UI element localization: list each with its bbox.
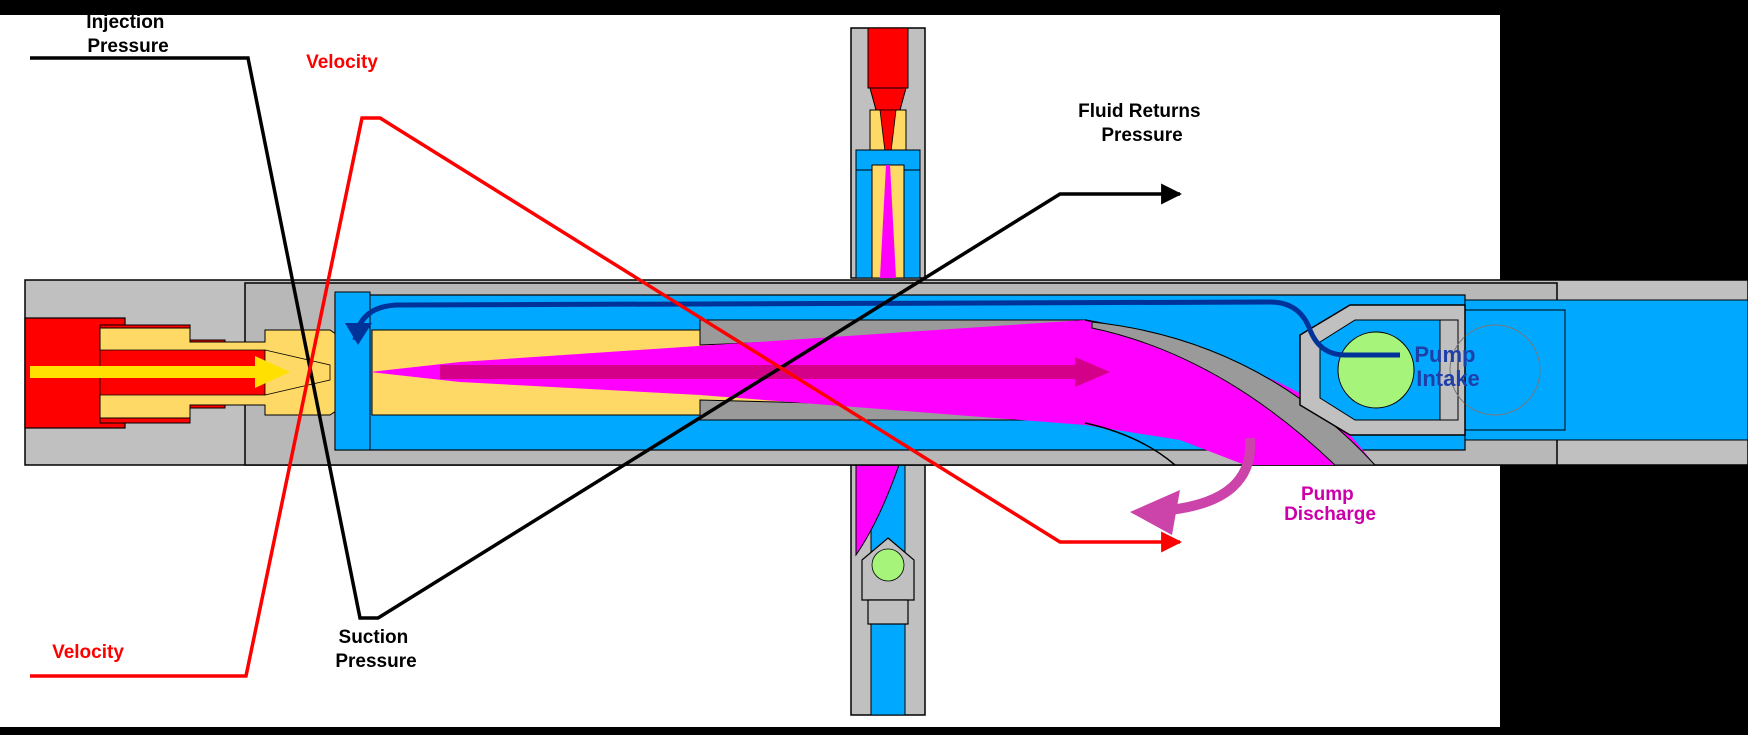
injection-pressure-label: Injection Pressure: [86, 12, 169, 57]
discharge-arrow: [1169, 437, 1256, 515]
injection-suction-pressure-line: [30, 56, 1183, 620]
pump-discharge-label: Pump Discharge: [1284, 484, 1376, 525]
vertical-pipe-bottom: [850, 461, 926, 716]
velocity-line: [30, 116, 1183, 678]
fluid-returns-pressure-label: Fluid Returns Pressure: [1078, 101, 1206, 146]
vertical-pipe-top: [850, 27, 926, 279]
velocity-top-label: Velocity: [306, 52, 378, 73]
discharge-arrow-head: [1130, 490, 1180, 535]
frame-bottom-edge: [0, 727, 1748, 730]
velocity-bottom-label: Velocity: [52, 642, 124, 663]
pump-intake-label: Pump Intake: [1414, 342, 1481, 391]
suction-pressure-label: Suction Pressure: [335, 627, 416, 672]
labels: Injection Pressure Velocity Velocity Flu…: [52, 12, 1481, 672]
main-pump-body: [24, 279, 1748, 466]
profile-lines: [30, 56, 1256, 678]
